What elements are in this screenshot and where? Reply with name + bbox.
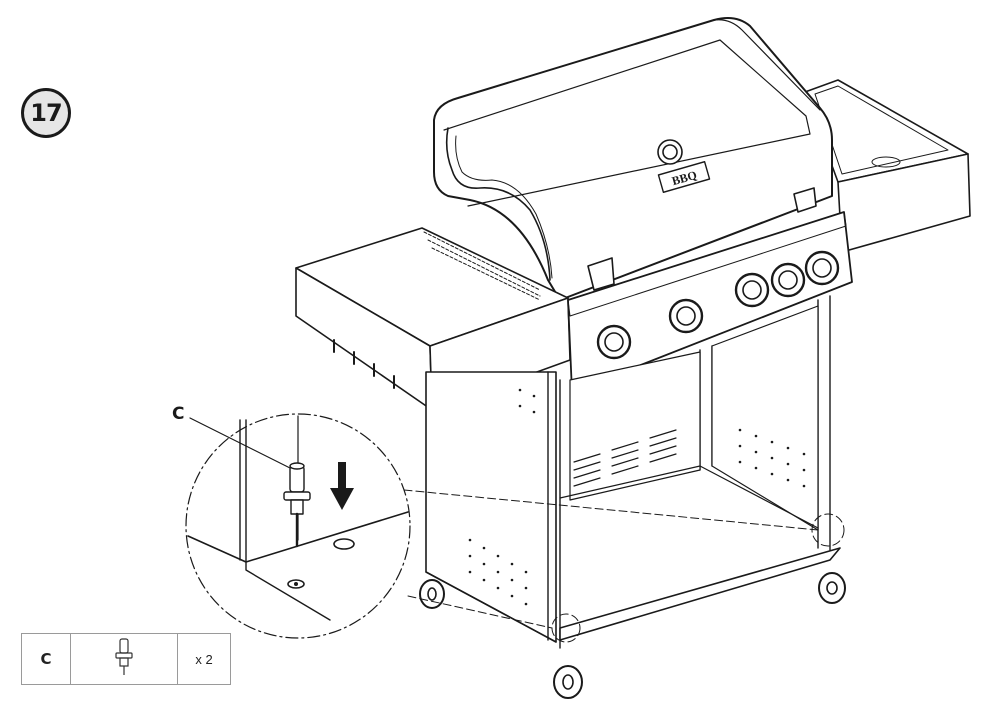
step-number-badge: 17	[17, 88, 81, 138]
parts-table-row: C x 2	[21, 633, 231, 685]
grill-hood	[433, 17, 833, 301]
bolt-pin	[283, 462, 311, 548]
knob-3	[734, 272, 770, 308]
wheel-front-left	[553, 665, 583, 699]
brand-badge: BBQ	[657, 161, 711, 193]
part-letter: C	[21, 633, 71, 685]
wheel-back-left	[419, 579, 445, 609]
knob-1	[596, 324, 632, 360]
parts-table: C x 2	[21, 633, 231, 685]
down-arrow-icon	[330, 462, 354, 510]
callout-leader	[189, 417, 291, 469]
knob-2	[668, 298, 704, 334]
part-quantity: x 2	[177, 633, 231, 685]
brand-badge-text: BBQ	[670, 168, 698, 188]
step-number: 17	[30, 99, 62, 127]
wheel-front-right	[818, 572, 846, 604]
control-panel	[567, 211, 853, 393]
detail-leaders	[403, 489, 845, 643]
right-side-shelf	[804, 79, 971, 253]
cart-vents	[573, 429, 677, 487]
step-circle-ring	[21, 88, 71, 138]
perforation-dots	[468, 388, 806, 606]
knob-4	[770, 262, 806, 298]
knob-5	[804, 250, 840, 286]
cart-frame	[425, 295, 841, 649]
callout-label: C	[172, 404, 185, 424]
bolt-pin-icon	[70, 633, 178, 685]
